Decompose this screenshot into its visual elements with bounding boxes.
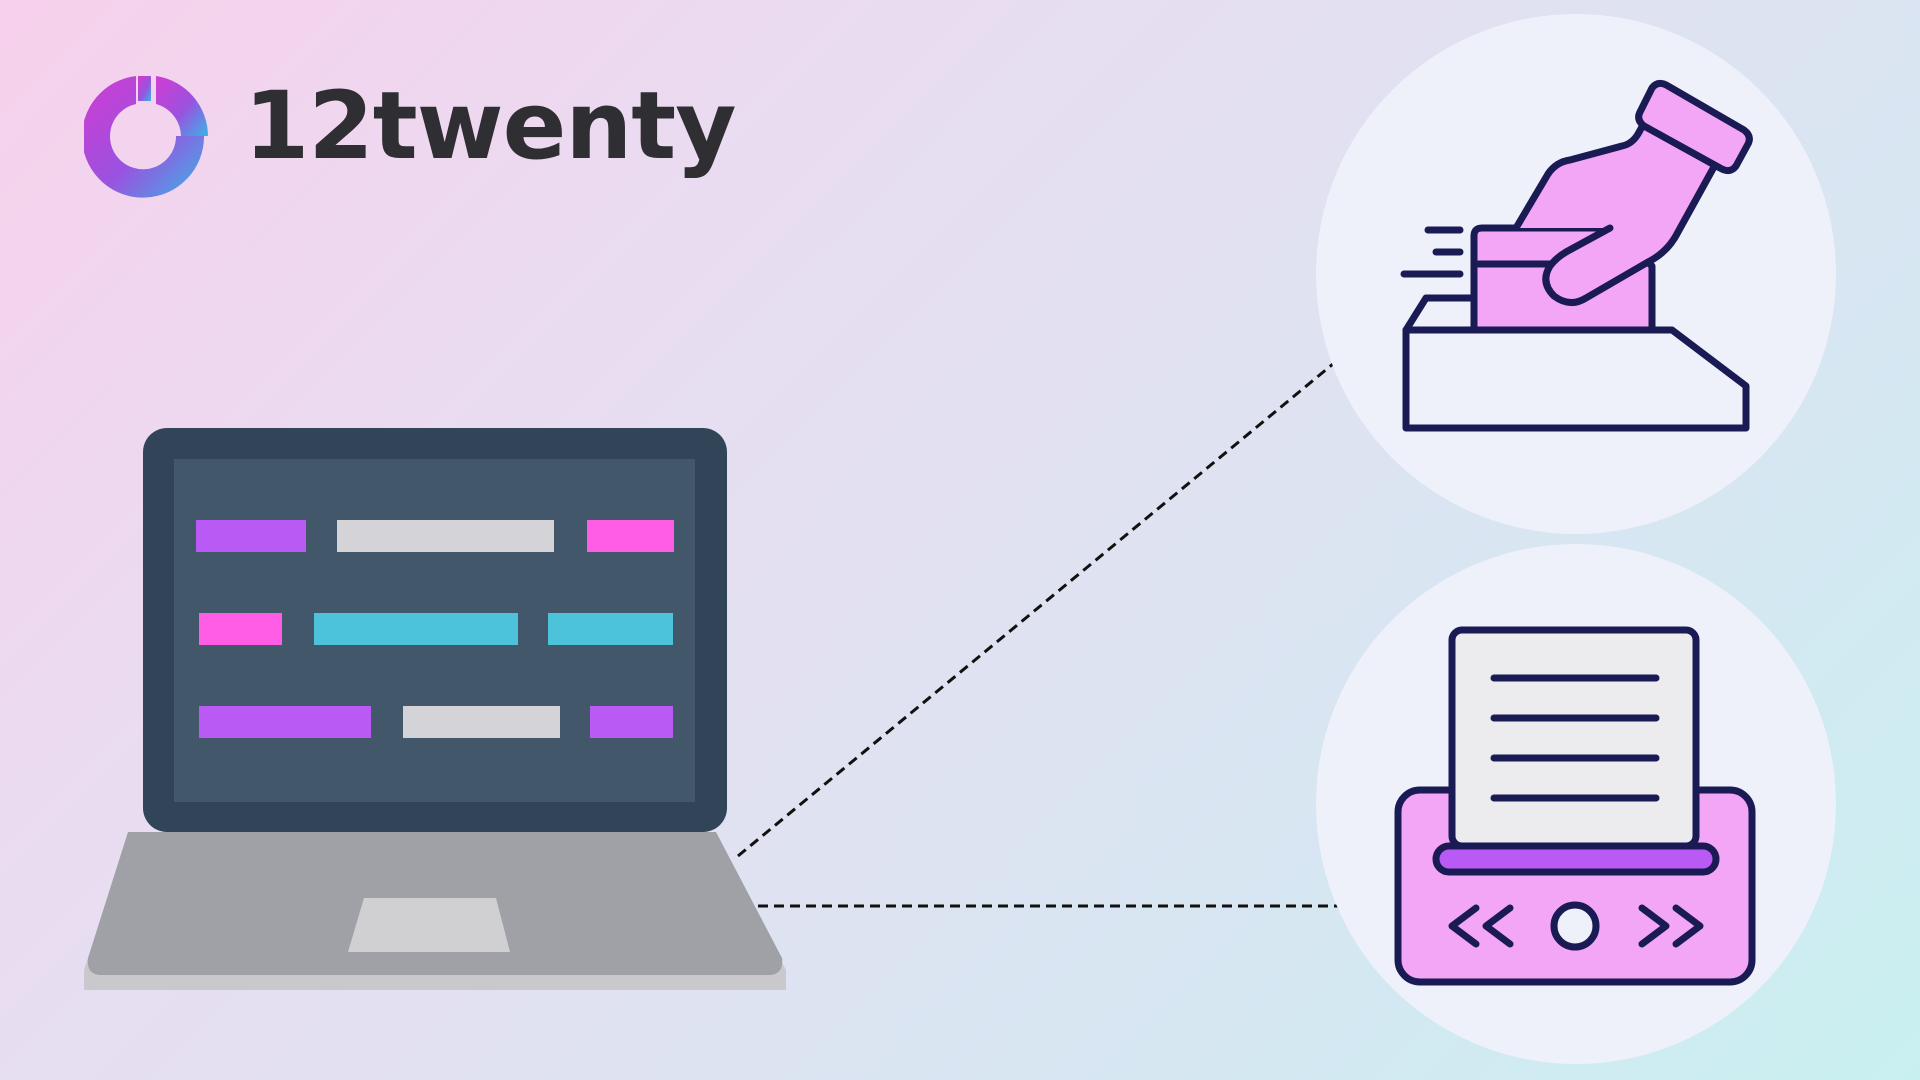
screen-bar [337, 520, 554, 552]
brand-logo: 12twenty [84, 74, 736, 204]
laptop-icon [84, 428, 786, 990]
screen-bar [548, 613, 673, 645]
screen-bar [199, 613, 282, 645]
screen-bar [590, 706, 673, 738]
connector-to-ballot [737, 290, 1421, 858]
screen-bar [403, 706, 560, 738]
printer-icon [1394, 626, 1756, 986]
screen-bar [196, 520, 306, 552]
ballot-box-icon [1400, 79, 1753, 432]
brand-name: 12twenty [244, 72, 736, 181]
ring-logo-icon [84, 76, 208, 198]
screen-bar [587, 520, 674, 552]
screen-bar [314, 613, 518, 645]
screen-bar [199, 706, 371, 738]
